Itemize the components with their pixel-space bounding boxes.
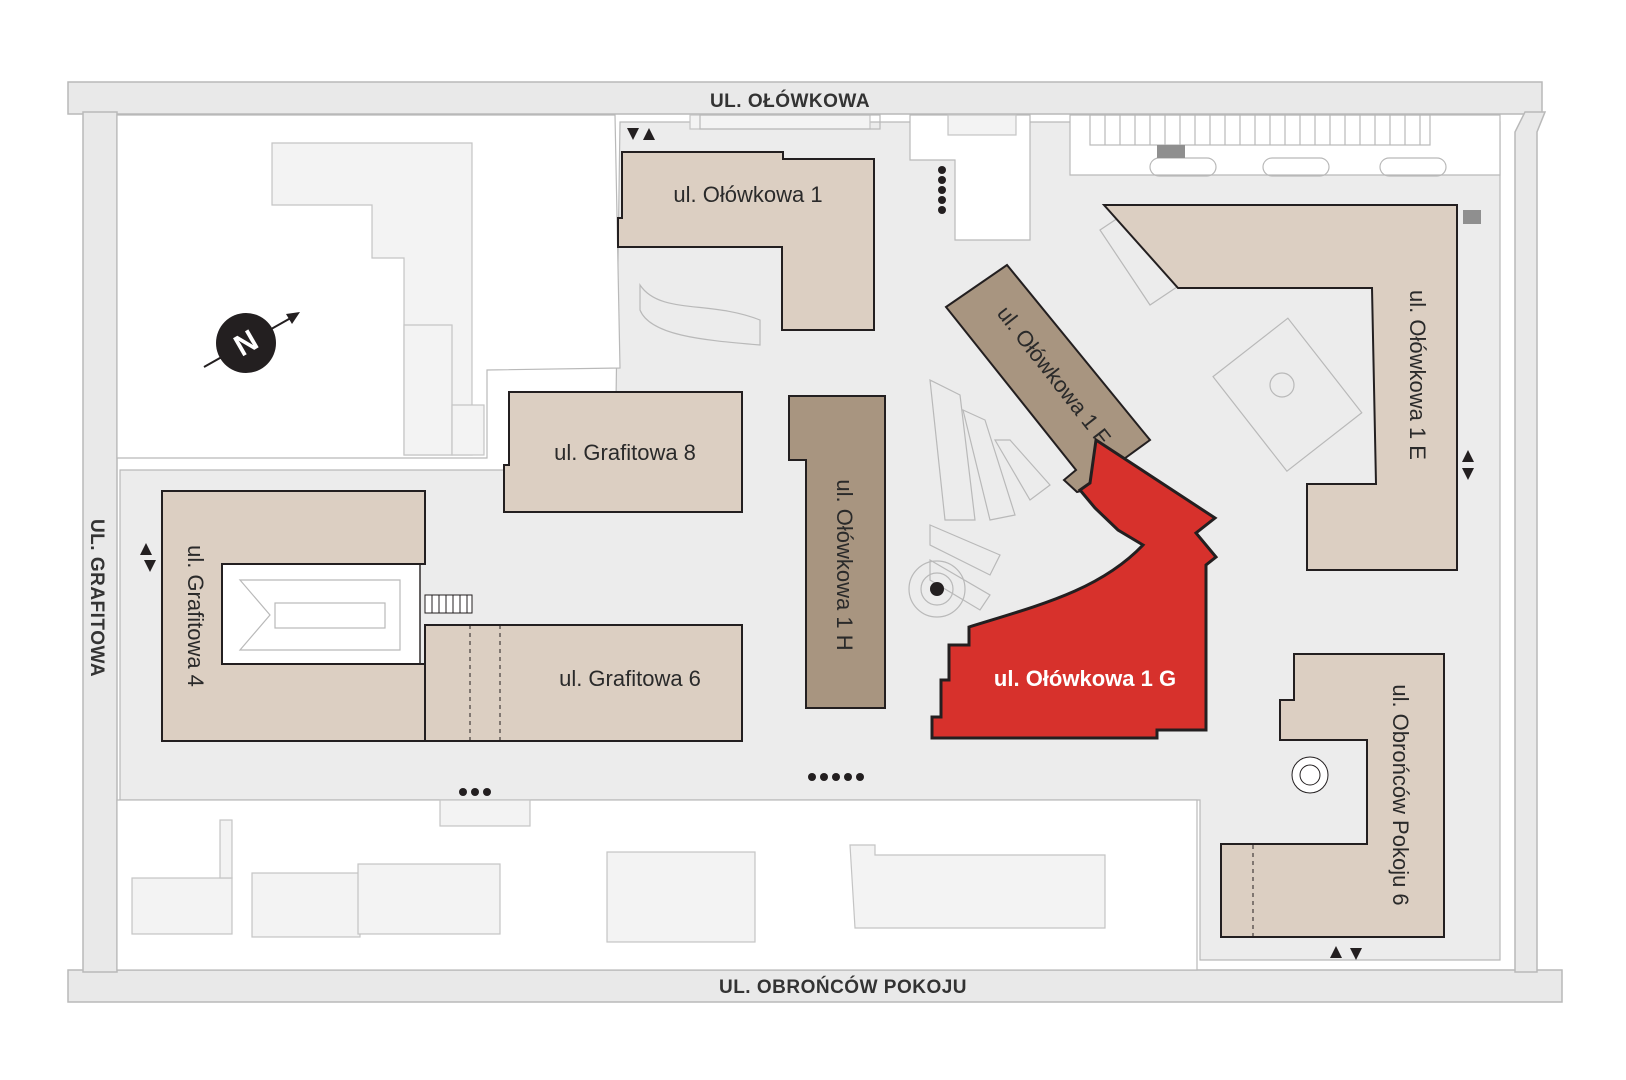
street-label-north: UL. OŁÓWKOWA [710,90,870,112]
plaza-details [639,209,1363,618]
parking-north [699,114,1447,177]
entrance-arrows [140,128,1474,960]
exit-arrow-icon [1462,468,1474,480]
bollards [459,166,946,796]
road-west [82,111,118,973]
road-south [67,969,1563,1003]
building-olowkowa-1[interactable] [617,151,875,331]
building-olowkowa-1e[interactable] [1101,204,1458,571]
building-grafitowa-4[interactable] [161,490,426,742]
label-obroncow-6: ul. Obrońców Pokoju 6 [1388,684,1413,905]
dividers [469,625,1254,937]
roads [67,81,1563,1003]
entry-arrow-icon [627,128,639,140]
courtyard-benches [238,579,401,651]
building-obroncow-6[interactable] [1220,653,1445,938]
inner-courtyard [221,563,421,665]
fountain-icon [930,582,944,596]
entry-arrow-icon [1462,450,1474,462]
building-grafitowa-8[interactable] [503,391,743,513]
neighbour-buildings [131,114,1106,943]
label-olowkowa-1: ul. Ołówkowa 1 [673,182,822,207]
label-grafitowa-6: ul. Grafitowa 6 [559,666,701,691]
label-olowkowa-1h: ul. Ołówkowa 1 H [832,479,857,650]
road-north [67,81,1543,115]
gate-marker [1463,210,1481,224]
label-grafitowa-8: ul. Grafitowa 8 [554,440,696,465]
buildings [161,151,1458,938]
label-olowkowa-1g: ul. Ołówkowa 1 G [994,666,1176,691]
compass-north-icon: N [203,312,300,373]
exit-arrow-icon [144,560,156,572]
street-label-west: UL. GRAFITOWA [86,519,107,677]
road-east [1514,111,1547,973]
building-olowkowa-1g[interactable] [930,437,1219,740]
entry-arrow-icon [1330,946,1342,958]
street-label-south: UL. OBROŃCÓW POKOJU [719,976,967,998]
gate-marker [1157,145,1185,158]
stairs [424,594,1329,794]
label-olowkowa-1e: ul. Ołówkowa 1 E [1405,290,1430,460]
exit-arrow-icon [643,128,655,140]
exit-arrow-icon [1350,948,1362,960]
building-grafitowa-6[interactable] [424,624,743,742]
entry-arrow-icon [140,543,152,555]
building-olowkowa-1h[interactable] [788,395,886,709]
label-grafitowa-4: ul. Grafitowa 4 [183,545,208,687]
